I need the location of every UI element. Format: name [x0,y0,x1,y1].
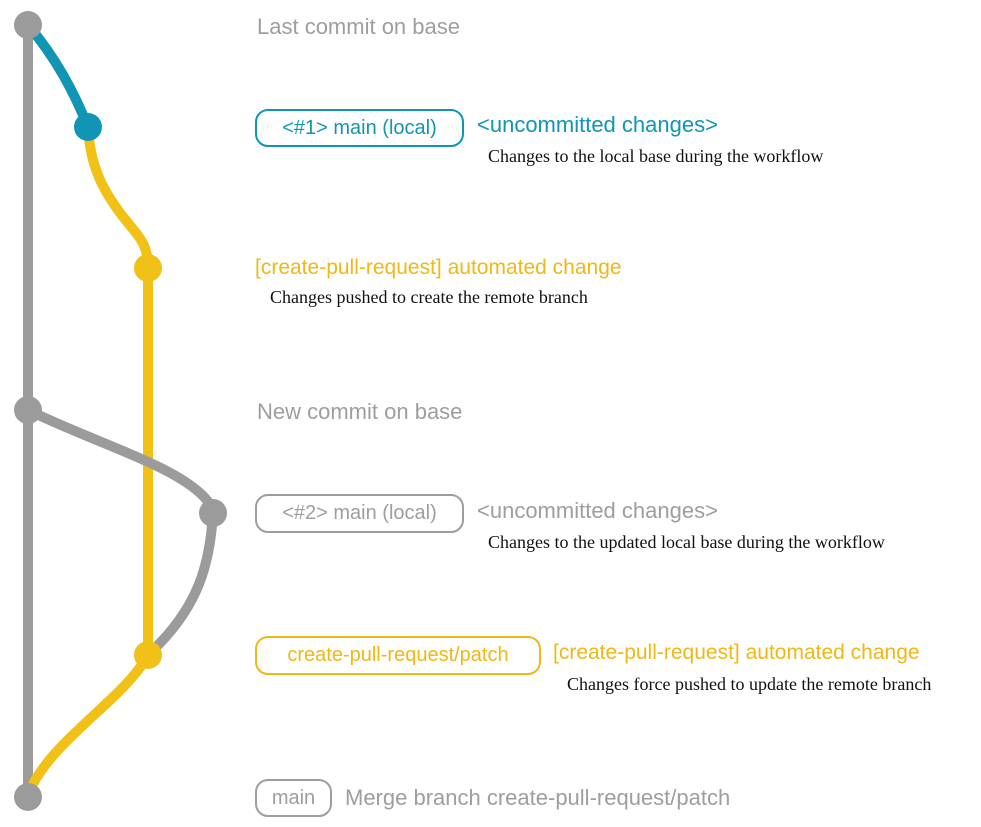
commit-dot-local-1 [74,113,102,141]
automated-change-caption-1: Changes pushed to create the remote bran… [270,287,588,307]
edge-patch-to-merge [23,650,153,800]
commit-dot-automated-1 [134,254,162,282]
commit-dot-new-base [14,396,42,424]
branch-tag-main: main [255,779,332,817]
uncommitted-changes-caption-1: Changes to the local base during the wor… [488,146,824,166]
uncommitted-changes-title-1: <uncommitted changes> [477,112,718,137]
branch-tag-patch: create-pull-request/patch [255,636,541,675]
merge-commit-label: Merge branch create-pull-request/patch [345,785,731,810]
commit-dot-merge [14,783,42,811]
edge-patch-branch [83,122,153,660]
edge-base-to-local-2 [23,405,218,518]
uncommitted-changes-caption-2: Changes to the updated local base during… [488,532,885,552]
uncommitted-changes-title-2: <uncommitted changes> [477,498,718,523]
commit-dot-last-base [14,11,42,39]
automated-change-caption-2: Changes force pushed to update the remot… [567,674,932,694]
commit-dot-local-2 [199,499,227,527]
new-commit-label: New commit on base [257,399,463,424]
edge-base-to-local-1 [23,20,93,132]
branch-tag-main-local-1: <#1> main (local) [255,109,464,147]
automated-change-title-1: [create-pull-request] automated change [255,256,622,279]
commit-dot-automated-2 [134,641,162,669]
automated-change-title-2: [create-pull-request] automated change [553,641,920,664]
branch-tag-main-local-2: <#2> main (local) [255,494,464,533]
last-commit-label: Last commit on base [257,14,460,39]
edge-local-2-to-patch [145,508,218,658]
